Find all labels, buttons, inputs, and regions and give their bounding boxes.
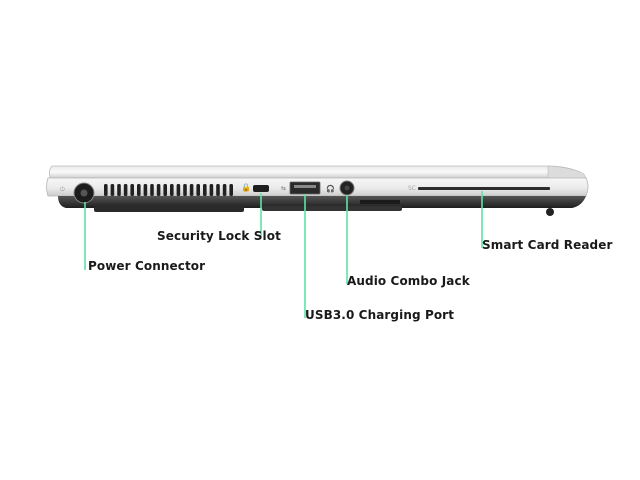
vent-slot — [110, 184, 115, 196]
callout-label-power-connector: Power Connector — [88, 259, 206, 273]
card-reader-glyph: SC — [408, 185, 416, 192]
lock-icon: 🔒 — [241, 183, 251, 192]
power-port-pin — [80, 189, 88, 197]
usb-icon: ⇆ — [281, 185, 286, 192]
laptop-base — [58, 196, 586, 208]
vent-slot — [189, 184, 194, 196]
vent-slot — [123, 184, 128, 196]
vent-slot — [137, 184, 141, 196]
callout-label-audio-combo-jack: Audio Combo Jack — [347, 274, 470, 288]
callout-lines — [84, 191, 483, 318]
laptop-foot-screw — [546, 208, 554, 216]
vent-slot — [104, 184, 108, 196]
audio-jack-hole — [344, 185, 350, 191]
vent-slot — [117, 184, 121, 196]
usb-port-tongue — [294, 185, 316, 188]
speaker-grille — [360, 200, 400, 204]
vent-slot — [170, 184, 174, 196]
laptop-lid — [48, 165, 587, 179]
smart-card-slot — [418, 187, 550, 190]
vent-slot — [222, 184, 227, 196]
vent-slot — [130, 184, 134, 196]
cooling-vents — [104, 184, 233, 196]
callout-label-security-lock-slot: Security Lock Slot — [157, 229, 281, 243]
laptop-foot-mid — [262, 206, 402, 211]
vent-slot — [229, 184, 233, 196]
security-lock-slot — [253, 185, 269, 192]
vent-slot — [183, 184, 187, 196]
headset-icon: 🎧 — [326, 184, 335, 193]
vent-slot — [196, 184, 200, 196]
callout-label-smart-card-reader: Smart Card Reader — [482, 238, 613, 252]
vent-slot — [156, 184, 161, 196]
vent-slot — [216, 184, 220, 196]
vent-slot — [176, 184, 181, 196]
vent-slot — [143, 184, 148, 196]
vent-slot — [203, 184, 207, 196]
power-port-glyph: ⏻ — [60, 186, 65, 193]
laptop-foot-left — [94, 206, 244, 212]
vent-slot — [209, 184, 214, 196]
vent-slot — [150, 184, 154, 196]
vent-slot — [163, 184, 167, 196]
callout-label-usb-charging-port: USB3.0 Charging Port — [305, 308, 455, 322]
